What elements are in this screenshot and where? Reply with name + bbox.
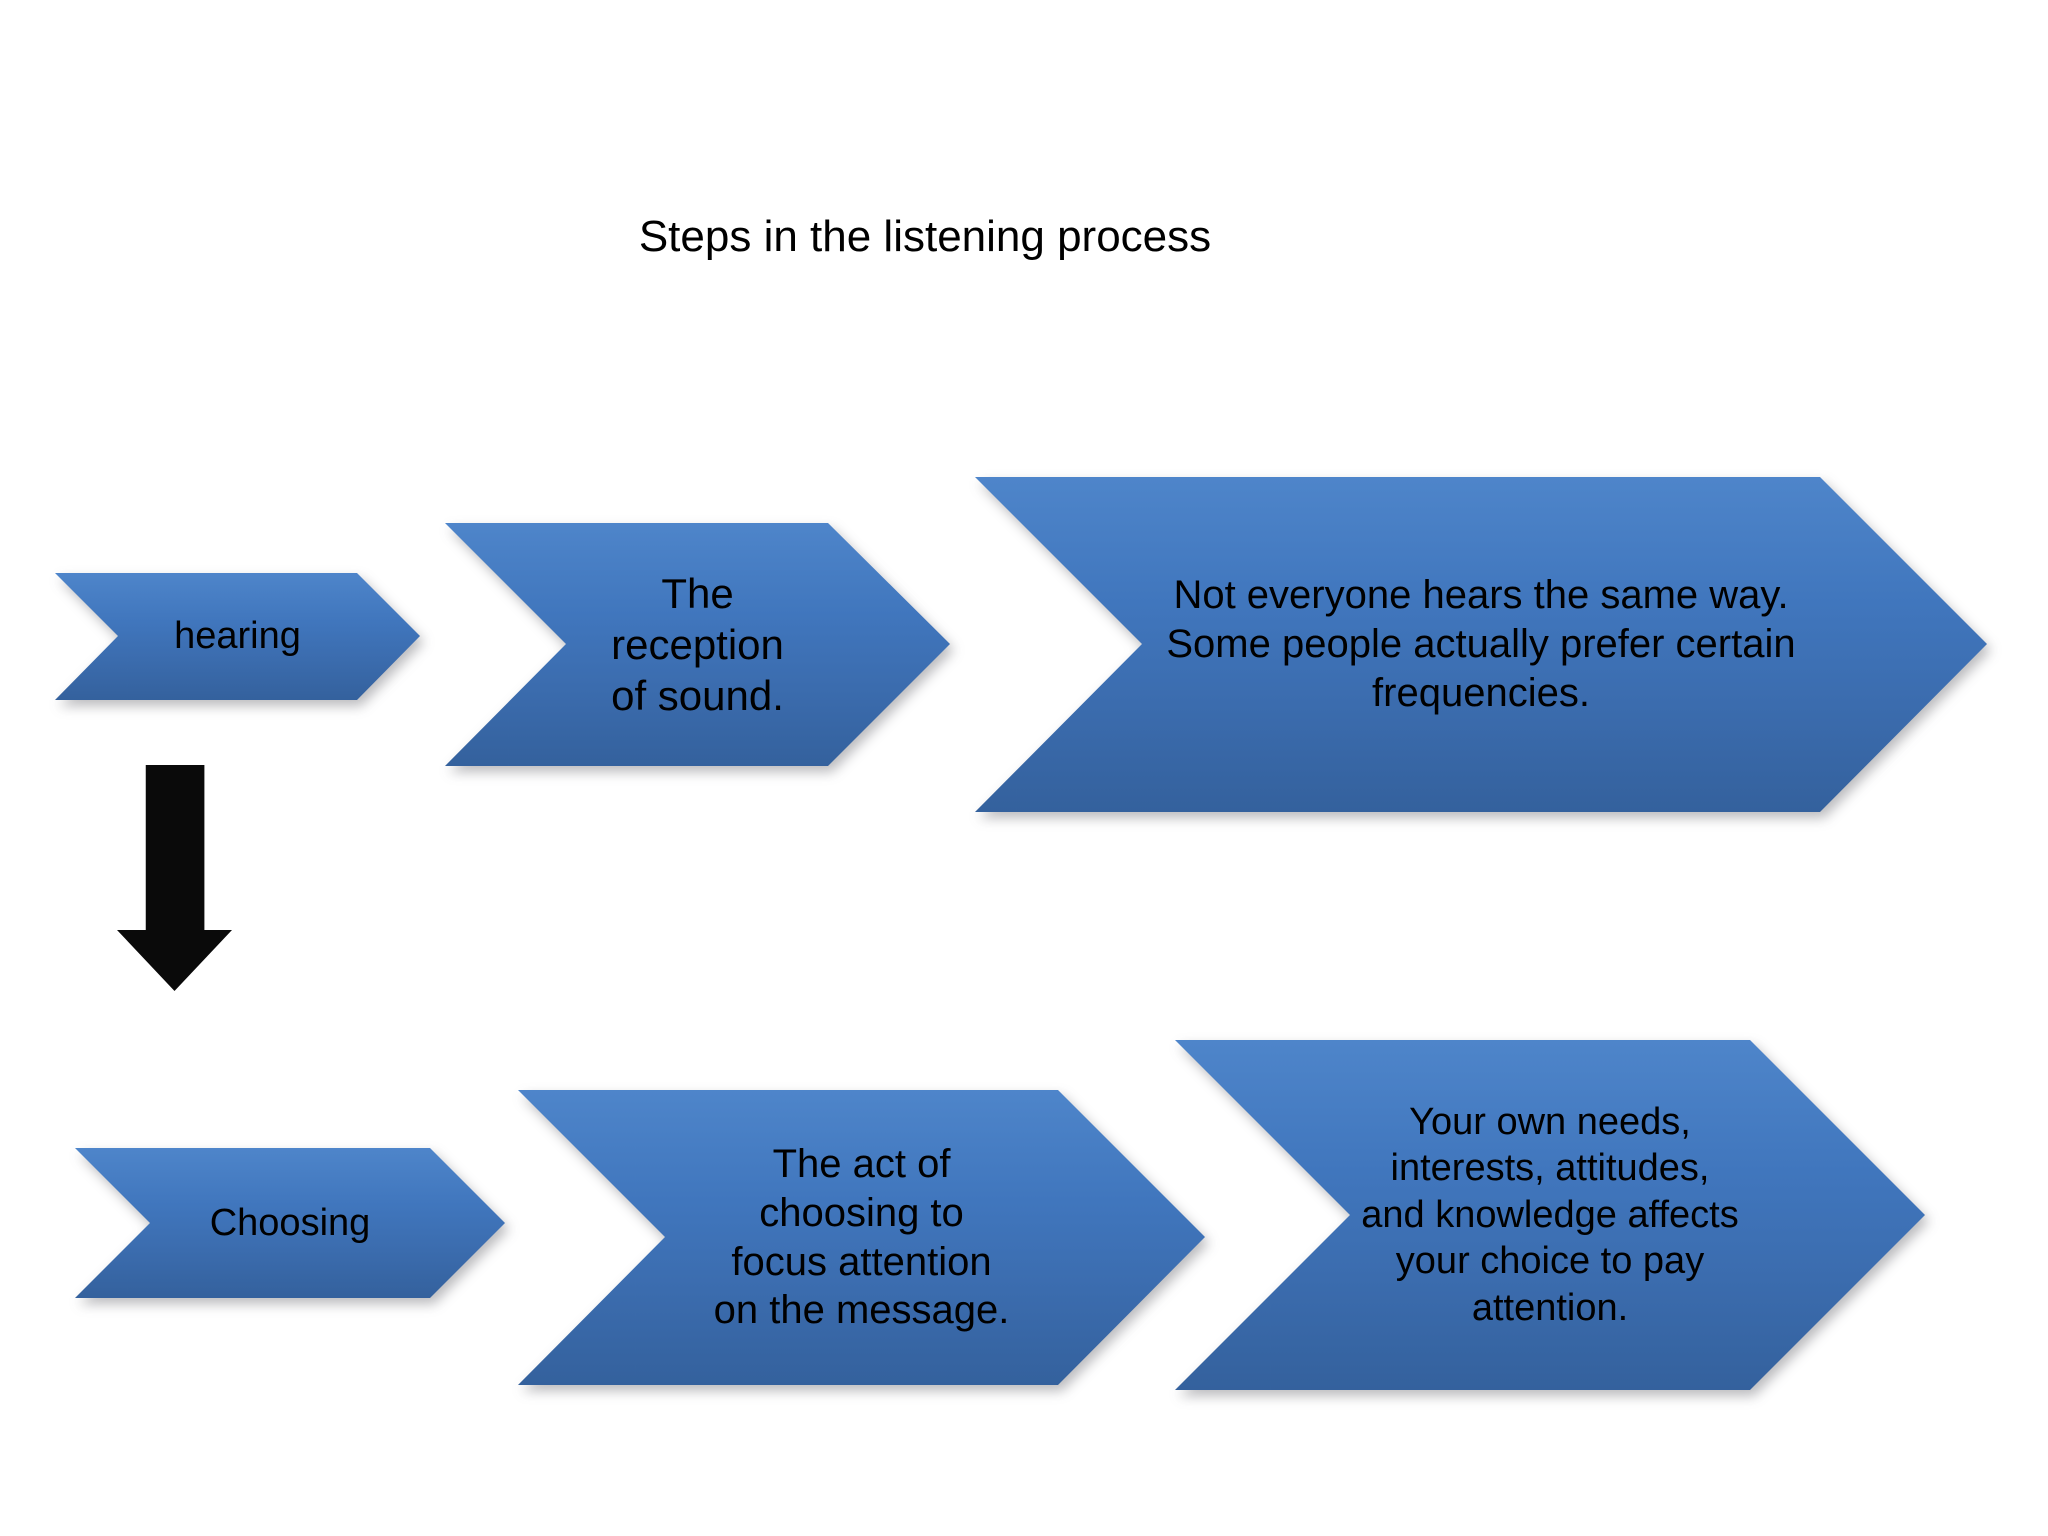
step-hearing-note: Not everyone hears the same way. Some pe… [1166, 573, 1796, 715]
step-choosing-label: Choosing [209, 1201, 371, 1244]
step-hearing-definition: The reception of sound. [611, 569, 784, 720]
step-hearing-note-arrow: Not everyone hears the same way. Some pe… [975, 477, 1987, 812]
chevron-shape: hearing [55, 573, 420, 700]
slide-title: Steps in the listening process [638, 212, 1212, 261]
step-hearing-label-arrow: hearing [55, 573, 420, 700]
chevron-shape: The reception of sound. [445, 523, 950, 766]
chevron-shape: Your own needs, interests, attitudes, an… [1175, 1040, 1925, 1390]
chevron-shape: Not everyone hears the same way. Some pe… [975, 477, 1987, 812]
chevron-shape: The act of choosing to focus attention o… [518, 1090, 1205, 1385]
step-choosing-note-arrow: Your own needs, interests, attitudes, an… [1175, 1040, 1925, 1390]
step-hearing-label: hearing [174, 615, 301, 658]
step-choosing-definition: The act of choosing to focus attention o… [713, 1141, 1010, 1333]
chevron-shape: Choosing [75, 1148, 505, 1298]
down-arrow-icon [117, 765, 232, 991]
step-choosing-note: Your own needs, interests, attitudes, an… [1361, 1101, 1739, 1329]
step-hearing-definition-arrow: The reception of sound. [445, 523, 950, 766]
step-choosing-label-arrow: Choosing [75, 1148, 505, 1298]
step-choosing-definition-arrow: The act of choosing to focus attention o… [518, 1090, 1205, 1385]
